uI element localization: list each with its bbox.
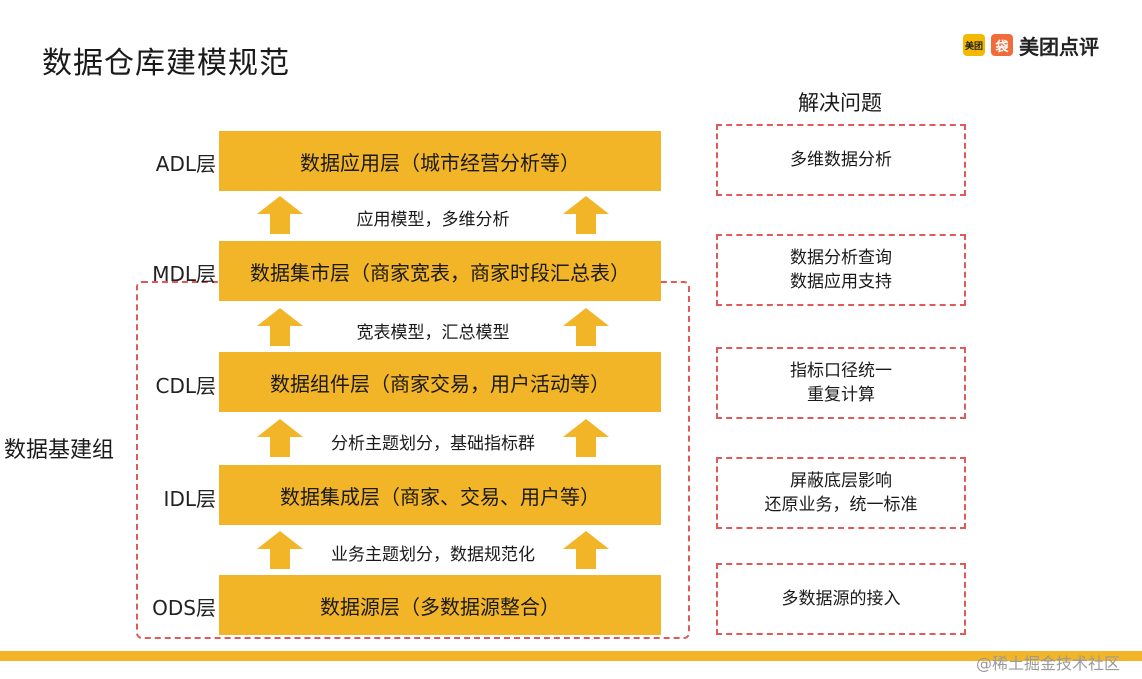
transition-label: 分析主题划分，基础指标群: [331, 434, 535, 454]
layer-ods: 数据源层（多数据源整合）: [219, 575, 661, 635]
up-arrow-icon: [563, 196, 609, 234]
dianping-mark-icon: 袋: [991, 34, 1013, 56]
watermark: @稀土掘金技术社区: [976, 654, 1121, 673]
problem-text: 指标口径统一: [790, 361, 892, 381]
problem-text: 数据分析查询: [790, 248, 892, 268]
layer-label-cdl: CDL层: [155, 374, 216, 398]
problem-box-mdl: 数据分析查询 数据应用支持: [716, 234, 966, 306]
up-arrow-icon: [563, 308, 609, 346]
problem-text: 还原业务，统一标准: [764, 495, 918, 515]
meituan-badge-icon: 美团: [963, 34, 985, 56]
problem-text: 数据应用支持: [790, 272, 892, 292]
transition-label: 应用模型，多维分析: [356, 210, 510, 230]
problem-text: 多数据源的接入: [781, 589, 901, 609]
problem-box-idl: 屏蔽底层影响 还原业务，统一标准: [716, 457, 966, 529]
layer-label-idl: IDL层: [163, 487, 216, 511]
up-arrow-icon: [563, 419, 609, 457]
layer-label-ods: ODS层: [152, 596, 216, 620]
up-arrow-icon: [257, 419, 303, 457]
problem-box-cdl: 指标口径统一 重复计算: [716, 347, 966, 419]
page-title: 数据仓库建模规范: [42, 46, 290, 81]
layer-idl: 数据集成层（商家、交易、用户等）: [219, 465, 661, 525]
layer-label-mdl: MDL层: [152, 262, 216, 286]
layer-mdl: 数据集市层（商家宽表，商家时段汇总表）: [219, 241, 661, 301]
problem-text: 屏蔽底层影响: [790, 471, 892, 491]
up-arrow-icon: [563, 531, 609, 569]
layer-adl: 数据应用层（城市经营分析等）: [219, 131, 661, 191]
layer-label-adl: ADL层: [155, 152, 216, 176]
brand-logo: 美团 袋 美团点评: [963, 32, 1099, 59]
problem-box-ods: 多数据源的接入: [716, 563, 966, 635]
bottom-accent-bar: [0, 651, 1142, 661]
transition-label: 业务主题划分，数据规范化: [331, 545, 535, 565]
problem-text: 重复计算: [807, 385, 875, 405]
logo-text: 美团点评: [1019, 34, 1099, 59]
layer-cdl: 数据组件层（商家交易，用户活动等）: [219, 352, 661, 412]
transition-label: 宽表模型，汇总模型: [356, 323, 510, 343]
problem-text: 多维数据分析: [790, 150, 892, 170]
group-label: 数据基建组: [4, 438, 115, 463]
up-arrow-icon: [257, 531, 303, 569]
problem-box-adl: 多维数据分析: [716, 124, 966, 196]
up-arrow-icon: [257, 308, 303, 346]
problems-header: 解决问题: [798, 91, 882, 115]
up-arrow-icon: [257, 196, 303, 234]
